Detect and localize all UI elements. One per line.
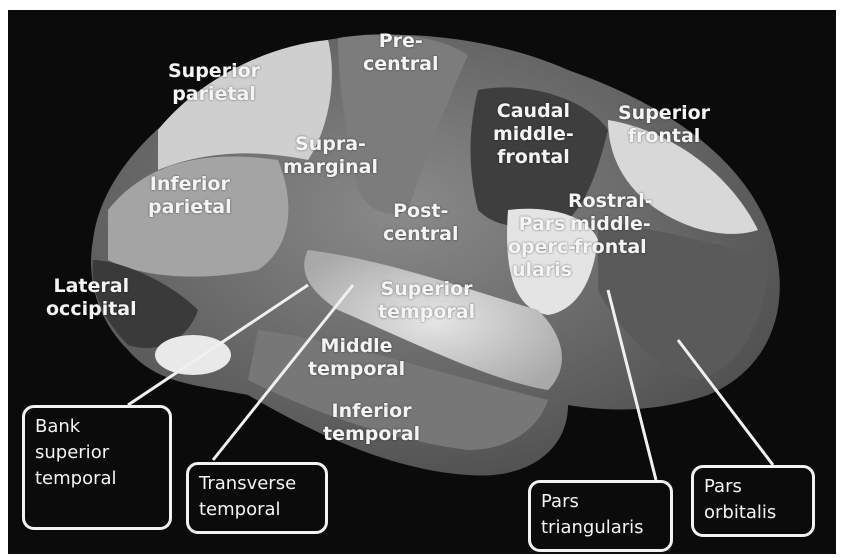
label-caudal-middle-frontal: Caudal middle- frontal [493, 100, 574, 169]
label-superior-parietal: Superior parietal [168, 60, 260, 106]
label-precentral: Pre- central [363, 30, 438, 76]
label-postcentral: Post- central [383, 200, 458, 246]
callout-pars-orbitalis: Pars orbitalis [691, 465, 815, 537]
label-inferior-parietal: Inferior parietal [148, 173, 232, 219]
label-inferior-temporal: Inferior temporal [323, 400, 420, 446]
label-rostral-middle-frontal: Rostral- middle- frontal [568, 190, 653, 259]
label-superior-temporal: Superior temporal [378, 278, 475, 324]
callout-transverse-temporal: Transverse temporal [186, 462, 328, 534]
label-lateral-occipital: Lateral occipital [46, 275, 137, 321]
brain-figure: Superior parietal Pre- central Caudal mi… [8, 10, 836, 554]
region-bank-superior-temporal-spot [155, 335, 231, 375]
callout-pars-triangularis: Pars triangularis [528, 480, 673, 552]
label-supramarginal: Supra- marginal [283, 133, 378, 179]
callout-bank-superior-temporal: Bank superior temporal [22, 405, 172, 530]
label-middle-temporal: Middle temporal [308, 335, 405, 381]
label-superior-frontal: Superior frontal [618, 102, 710, 148]
label-pars-opercularis: Pars operc- ularis [508, 213, 576, 282]
